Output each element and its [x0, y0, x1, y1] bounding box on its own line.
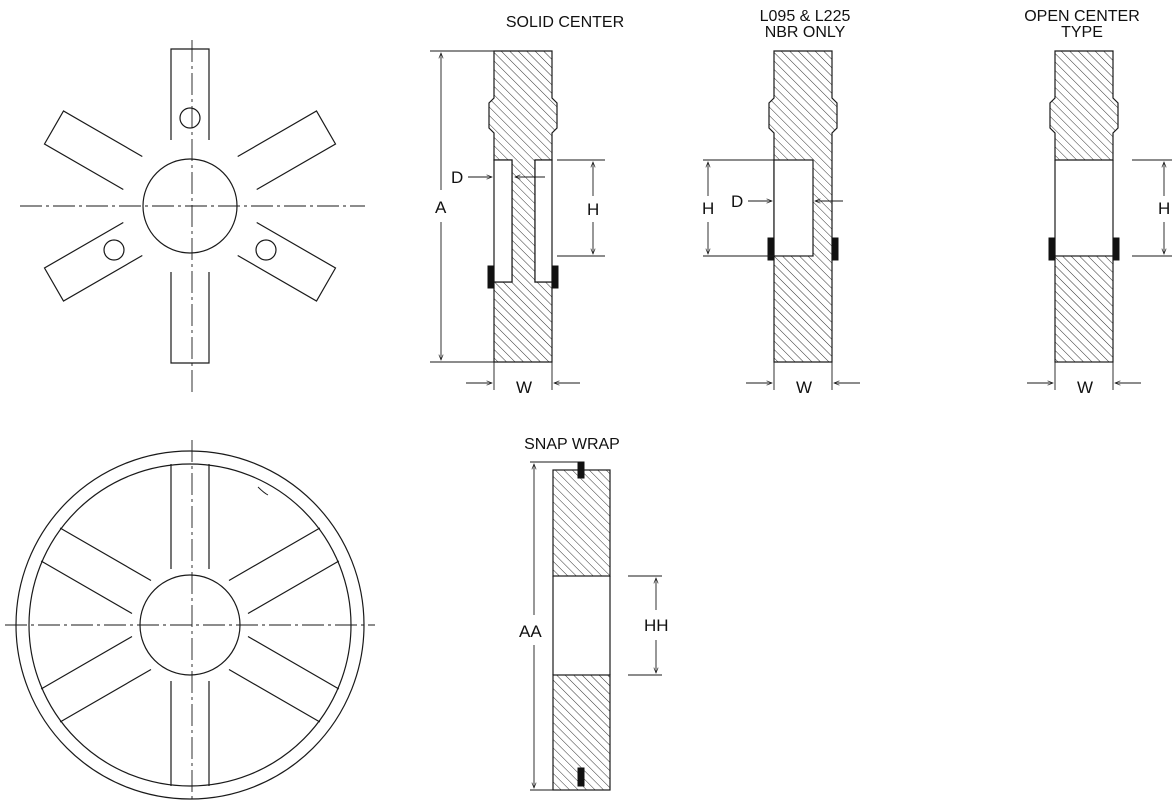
solid-center-dim-h: H [587, 200, 599, 219]
solid-center-cavity-left [493, 159, 513, 283]
snap-wrap-dim-hh: HH [644, 616, 669, 635]
spider-arm-4 [170, 272, 210, 364]
l095-title-line2: NBR ONLY [765, 24, 846, 41]
snap-wrap-clip-top [577, 461, 585, 479]
snap-wrap-dim-aa: AA [519, 622, 542, 641]
snap-wrap-view: SNAP WRAP AA HH [519, 436, 669, 791]
spider-hole-top [179, 107, 201, 129]
l095-dim-h: H [702, 199, 714, 218]
spider-arm-5 [43, 221, 143, 302]
open-center-dim-w: W [1077, 378, 1093, 397]
solid-center-seal-right [551, 265, 559, 289]
l095-cavity [773, 159, 814, 257]
open-center-seal-right [1112, 237, 1120, 261]
open-center-dim-h: H [1158, 199, 1170, 218]
l095-dim-d: D [731, 192, 743, 211]
solid-center-view: SOLID CENTER A D H W [430, 14, 624, 397]
open-center-title-line2: TYPE [1061, 24, 1103, 41]
snap-wrap-arm-6 [40, 527, 152, 615]
l095-seal-left [767, 237, 775, 261]
snap-wrap-front-view [5, 440, 375, 803]
snap-wrap-arm-3 [228, 635, 340, 723]
l095-l225-view: L095 & L225 NBR ONLY H D W [702, 8, 860, 397]
solid-center-cavity-right [534, 159, 553, 283]
spider-arm-1 [170, 48, 210, 140]
snap-wrap-title: SNAP WRAP [524, 436, 620, 453]
l095-seal-right [831, 237, 839, 261]
snap-wrap-notch [257, 486, 269, 496]
l095-title-line1: L095 & L225 [760, 8, 851, 25]
spider-arm-3 [237, 221, 337, 302]
open-center-seal-left [1048, 237, 1056, 261]
snap-wrap-section-top [552, 469, 611, 577]
solid-center-seal-left [487, 265, 495, 289]
snap-wrap-arm-2 [228, 527, 340, 615]
snap-wrap-arm-5 [40, 635, 152, 723]
spider-arm-2 [237, 110, 337, 191]
snap-wrap-arm-4 [170, 681, 210, 786]
solid-center-title: SOLID CENTER [506, 14, 624, 31]
solid-center-dim-d: D [451, 168, 463, 187]
spider-arm-6 [43, 110, 143, 191]
spider-hole-left [103, 239, 125, 261]
open-center-section-top [1049, 50, 1119, 161]
open-center-title-line1: OPEN CENTER [1024, 8, 1140, 25]
snap-wrap-arm-1 [170, 464, 210, 569]
open-center-section-bottom [1054, 255, 1114, 363]
snap-wrap-clip-bottom [577, 767, 585, 787]
solid-center-dim-w: W [516, 378, 532, 397]
spider-hole-right [255, 239, 277, 261]
l095-dim-w: W [796, 378, 812, 397]
solid-center-dim-a: A [435, 198, 447, 217]
open-center-view: OPEN CENTER TYPE H W [1024, 8, 1172, 397]
spider-front-view [20, 40, 365, 393]
